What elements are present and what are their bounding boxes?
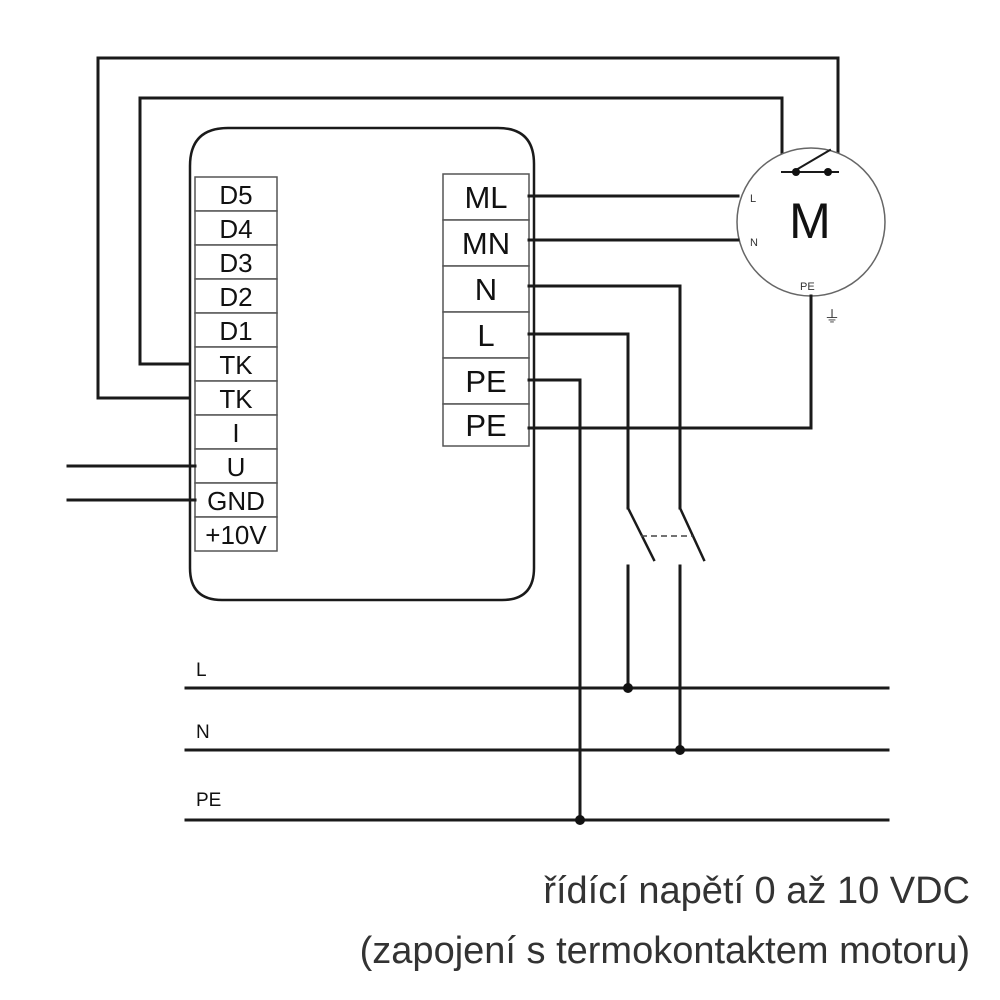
terminal-label-d1: D1 <box>219 316 252 346</box>
motor-terminal-l-label: L <box>750 193 756 205</box>
thermo-contact-dot-1 <box>792 168 800 176</box>
motor: M L N PE ⏚ <box>736 147 886 326</box>
switch-blade-l <box>626 506 656 562</box>
junction-n <box>675 745 685 755</box>
motor-terminal-n-label: N <box>750 237 758 249</box>
terminal-n <box>442 265 530 313</box>
terminal-label-i: I <box>232 418 239 448</box>
junction-pe <box>575 815 585 825</box>
bus-label-l: L <box>196 660 207 681</box>
terminal-label-tk-2: TK <box>219 384 253 414</box>
terminal-label-gnd: GND <box>207 486 265 516</box>
terminal-i <box>194 414 278 450</box>
terminal-10v <box>194 516 278 552</box>
terminal-label-d5: D5 <box>219 180 252 210</box>
bus-label-n: N <box>196 722 210 743</box>
wire-l-to-switch <box>527 332 630 510</box>
thermo-wire-inner <box>138 96 784 366</box>
wire-motor-pe <box>527 294 813 430</box>
junction-l <box>623 683 633 693</box>
terminal-label-10v: +10V <box>205 520 267 550</box>
terminal-mn <box>442 219 530 267</box>
terminal-label-pe-1: PE <box>465 364 506 399</box>
terminal-label-u: U <box>227 452 246 482</box>
terminal-ml <box>442 173 530 221</box>
switch-blade-n <box>678 506 706 562</box>
caption-line-2: (zapojení s termokontaktem motoru) <box>359 930 970 972</box>
terminal-u <box>194 448 278 484</box>
terminal-label-tk-1: TK <box>219 350 253 380</box>
terminal-label-ml: ML <box>464 180 507 215</box>
thermo-contact-dot-2 <box>824 168 832 176</box>
terminal-d5 <box>194 176 278 212</box>
terminal-pe-1 <box>442 357 530 405</box>
bus-label-pe: PE <box>196 790 221 811</box>
thermo-wire-outer <box>96 56 840 400</box>
wire-pe-to-bus <box>527 378 582 822</box>
terminal-label-l: L <box>477 318 494 353</box>
terminal-label-d3: D3 <box>219 248 252 278</box>
wire-n-to-switch <box>527 284 682 510</box>
motor-ground-symbol: ⏚ <box>824 308 840 326</box>
double-pole-switch <box>626 506 706 752</box>
terminal-label-mn: MN <box>462 226 510 261</box>
motor-symbol: M <box>789 193 831 249</box>
terminal-pe-2 <box>442 403 530 447</box>
terminal-label-pe-2: PE <box>465 408 506 443</box>
right-terminal-strip: ML MN N L PE PE <box>442 173 530 447</box>
terminal-label-d4: D4 <box>219 214 252 244</box>
caption-line-1: řídící napětí 0 až 10 VDC <box>543 870 970 912</box>
thermo-contact-blade <box>794 148 832 172</box>
terminal-d4 <box>194 210 278 246</box>
left-terminal-strip: D5 D4 D3 D2 D1 TK TK I U GND +10V <box>194 176 278 552</box>
motor-terminal-pe-label: PE <box>800 281 815 293</box>
terminal-label-n: N <box>475 272 497 307</box>
terminal-label-d2: D2 <box>219 282 252 312</box>
